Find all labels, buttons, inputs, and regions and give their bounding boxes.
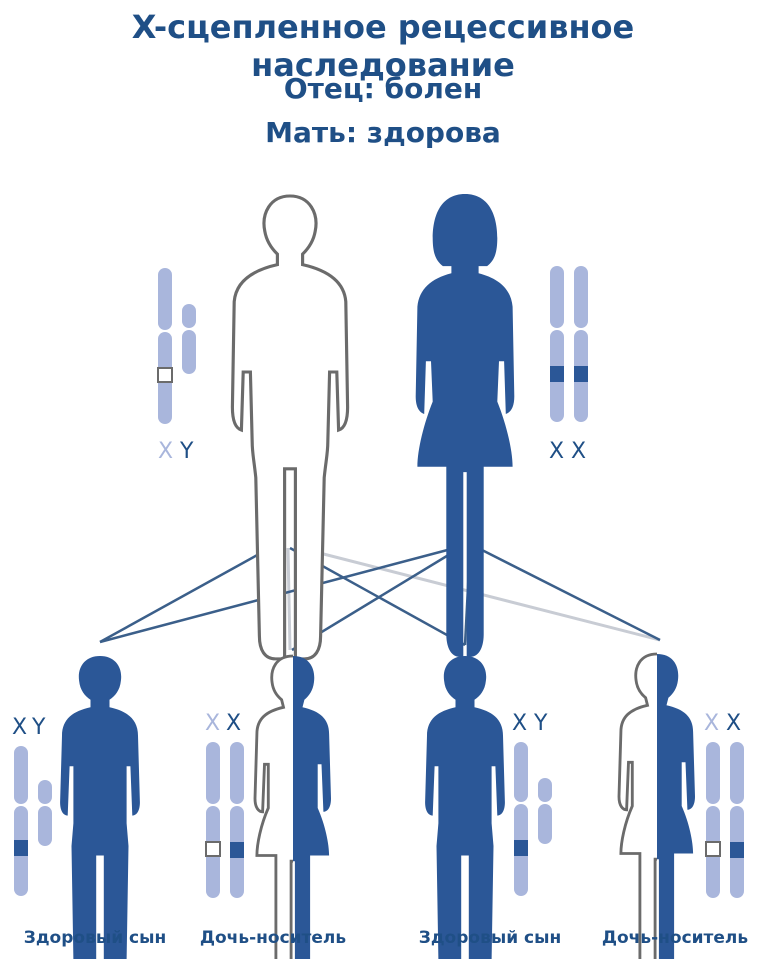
child4-x2-label: X (726, 711, 741, 736)
child2-daughter-figure (255, 656, 331, 959)
child4-caption: Дочь-носитель (580, 928, 766, 948)
child2-x1-marker (206, 842, 220, 856)
child2-chromosomes: X X (205, 711, 244, 898)
mother-chromosomes: X X (549, 266, 588, 464)
child1-x-marker (14, 840, 28, 856)
child3-y-label: Y (533, 711, 548, 736)
mother-x2-chromosome (574, 266, 588, 328)
child1-chromosomes: X Y (12, 715, 52, 896)
father-x-chromosome (158, 268, 172, 330)
child4-daughter-figure (619, 654, 695, 959)
father-x-label: X (158, 439, 173, 464)
child3-x-marker (514, 840, 528, 856)
mother-figure (416, 194, 515, 657)
child2-x1-label: X (205, 711, 220, 736)
child3-son-figure (425, 656, 505, 959)
child1-son-figure (60, 656, 140, 959)
line-mother-daughter2 (478, 548, 660, 640)
child2-x2-label: X (226, 711, 241, 736)
child4-x2-marker (730, 842, 744, 858)
child1-x-label: X (12, 715, 27, 740)
line-father-son1 (100, 548, 270, 642)
child2-x2-marker (230, 842, 244, 858)
inheritance-lines (100, 548, 660, 650)
child3-x-label: X (512, 711, 527, 736)
line-father-daughter1 (288, 548, 290, 650)
child3-caption: Здоровый сын (395, 928, 585, 948)
father-y-chromosome (182, 304, 196, 328)
child4-x1-label: X (704, 711, 719, 736)
mother-x2-label: X (571, 439, 586, 464)
mother-x1-marker (550, 366, 564, 382)
mother-x1-label: X (549, 439, 564, 464)
mother-x1-chromosome (550, 266, 564, 328)
child3-chromosomes: X Y (512, 711, 552, 896)
child4-chromosomes: X X (704, 711, 744, 898)
father-chromosomes: X Y (158, 268, 196, 464)
mother-x2-marker (574, 366, 588, 382)
child1-y-label: Y (31, 715, 46, 740)
child2-caption: Дочь-носитель (178, 928, 368, 948)
child1-caption: Здоровый сын (0, 928, 190, 948)
father-y-label: Y (179, 439, 194, 464)
father-x-marker (158, 368, 172, 382)
child4-x1-marker (706, 842, 720, 856)
